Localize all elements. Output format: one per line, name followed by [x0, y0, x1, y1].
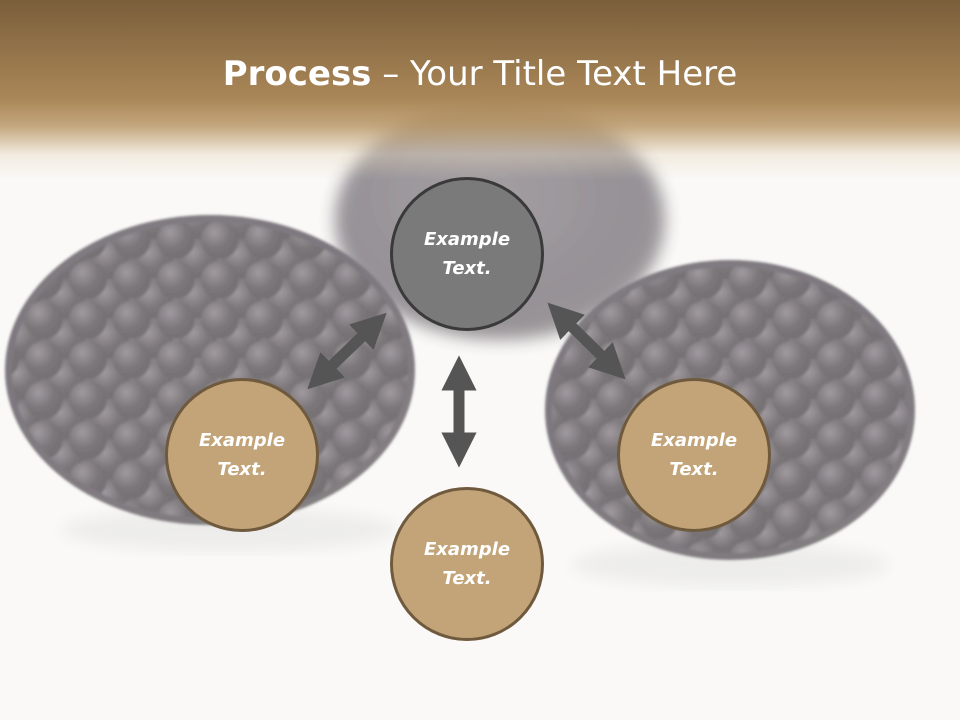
title-banner: [0, 0, 960, 180]
title-rest: – Your Title Text Here: [371, 54, 738, 94]
node-left-label: Example Text.: [198, 430, 286, 480]
slide-title[interactable]: Process – Your Title Text Here: [0, 50, 960, 98]
node-top-label: Example Text.: [423, 229, 511, 279]
process-node-bottom[interactable]: Example Text.: [390, 487, 544, 641]
process-node-left[interactable]: Example Text.: [165, 378, 319, 532]
process-node-right[interactable]: Example Text.: [617, 378, 771, 532]
title-bold: Process: [222, 54, 372, 94]
process-node-top[interactable]: Example Text.: [390, 177, 544, 331]
node-right-label: Example Text.: [650, 430, 738, 480]
node-bottom-label: Example Text.: [423, 539, 511, 589]
